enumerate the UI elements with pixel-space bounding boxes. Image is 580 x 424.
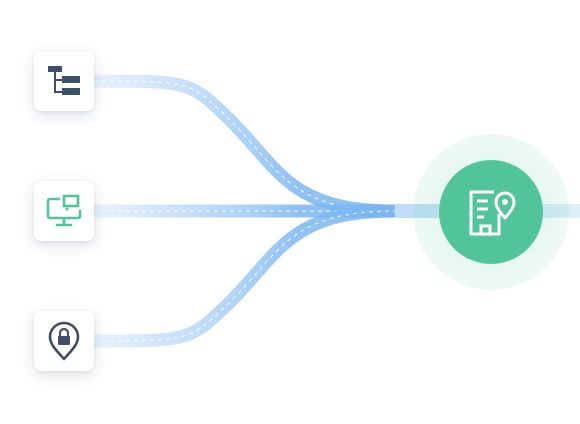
location-lock-icon bbox=[48, 321, 80, 361]
flow-dash-top bbox=[93, 80, 396, 212]
monitor-icon bbox=[46, 194, 82, 227]
hub-node[interactable] bbox=[439, 160, 543, 264]
building-location-icon bbox=[469, 190, 516, 236]
source-card-monitor[interactable] bbox=[34, 181, 94, 241]
flow-path-bottom bbox=[93, 204, 396, 348]
hierarchy-icon bbox=[48, 66, 80, 95]
source-card-hierarchy[interactable] bbox=[34, 51, 94, 111]
flow-dash-bottom bbox=[93, 210, 396, 342]
source-card-location[interactable] bbox=[34, 311, 94, 371]
flow-path-top bbox=[93, 74, 396, 218]
